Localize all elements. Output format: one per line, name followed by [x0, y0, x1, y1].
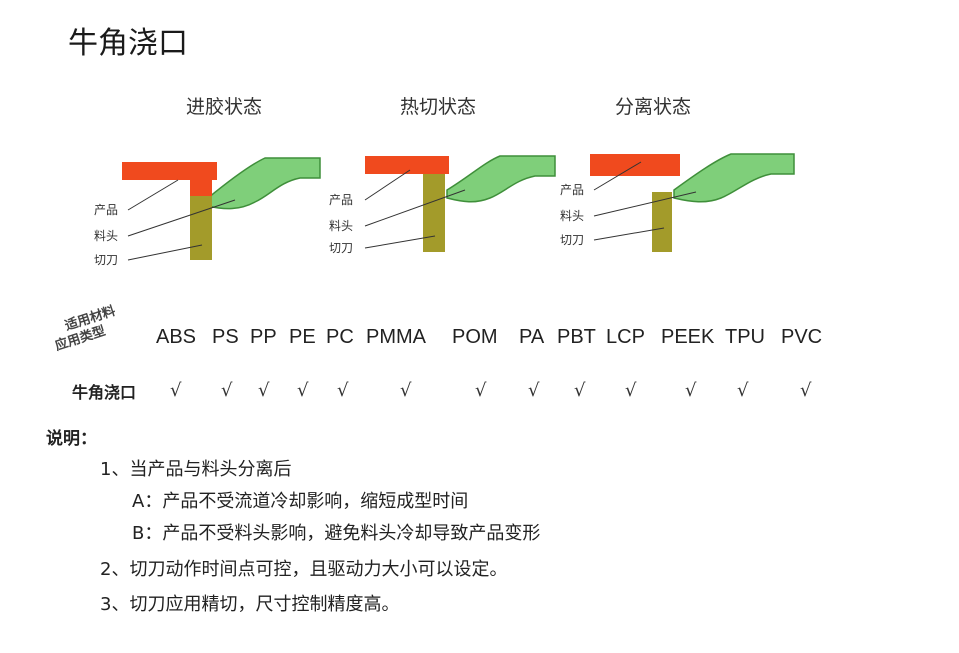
check-mark: √: [297, 380, 309, 401]
material-header: POM: [452, 326, 498, 348]
check-mark: √: [574, 380, 586, 401]
note-item: 3、切刀应用精切，尺寸控制精度高。: [100, 594, 400, 615]
check-mark: √: [400, 380, 412, 401]
product-shape: [122, 162, 217, 180]
material-header: PS: [212, 326, 239, 348]
runner-shape: [207, 157, 321, 210]
cutter-shape: [190, 195, 212, 260]
material-header: PEEK: [661, 326, 715, 348]
cutter-shape: [652, 192, 672, 252]
check-mark: √: [337, 380, 349, 401]
svg-text:料头: 料头: [329, 219, 353, 233]
check-mark: √: [528, 380, 540, 401]
check-mark: √: [625, 380, 637, 401]
check-mark: √: [258, 380, 270, 401]
note-item: 2、切刀动作时间点可控，且驱动力大小可以设定。: [100, 559, 508, 580]
product-shape: [365, 156, 449, 174]
svg-text:产品: 产品: [329, 193, 353, 207]
runner-shape: [673, 153, 795, 203]
note-item: 1、当产品与料头分离后: [100, 459, 292, 480]
material-header: ABS: [156, 326, 197, 348]
cutter-shape: [423, 170, 445, 252]
note-item: B：产品不受料头影响，避免料头冷却导致产品变形: [132, 523, 541, 544]
svg-text:切刀: 切刀: [329, 241, 353, 255]
check-mark: √: [221, 380, 233, 401]
label-product: 产品: [94, 203, 118, 217]
check-mark: √: [475, 380, 487, 401]
runner-shape: [446, 155, 556, 203]
check-mark: √: [685, 380, 697, 401]
material-header: PMMA: [366, 326, 426, 348]
material-header: PBT: [557, 326, 596, 348]
note-item: A：产品不受流道冷却影响，缩短成型时间: [132, 491, 469, 512]
notes-heading: 说明：: [46, 429, 97, 449]
material-header: PE: [289, 326, 316, 348]
label-cutter: 切刀: [94, 253, 118, 267]
state-label-hot-cut: 热切状态: [400, 96, 477, 118]
check-mark: √: [737, 380, 749, 401]
svg-text:切刀: 切刀: [560, 233, 584, 247]
material-header: PVC: [781, 326, 823, 348]
diagram-injection: 产品 料头 切刀: [90, 140, 330, 270]
material-header: LCP: [606, 326, 645, 348]
material-header: PP: [250, 326, 277, 348]
table-corner-header: 适用材料 应用类型: [50, 304, 145, 360]
label-runner: 料头: [94, 229, 118, 243]
diagram-separated: 产品 料头 切刀: [556, 140, 796, 270]
row-label-horn-gate: 牛角浇口: [72, 383, 137, 402]
state-label-separated: 分离状态: [615, 96, 692, 118]
material-header: PC: [326, 326, 354, 348]
material-header: TPU: [725, 326, 765, 348]
svg-text:产品: 产品: [560, 183, 584, 197]
diagram-hot-cut: 产品 料头 切刀: [325, 140, 565, 270]
material-header: PA: [519, 326, 545, 348]
product-stem-shape: [190, 180, 212, 196]
check-mark: √: [170, 380, 182, 401]
svg-text:料头: 料头: [560, 209, 584, 223]
page-title: 牛角浇口: [68, 26, 188, 61]
check-mark: √: [800, 380, 812, 401]
state-label-injection: 进胶状态: [186, 96, 263, 118]
